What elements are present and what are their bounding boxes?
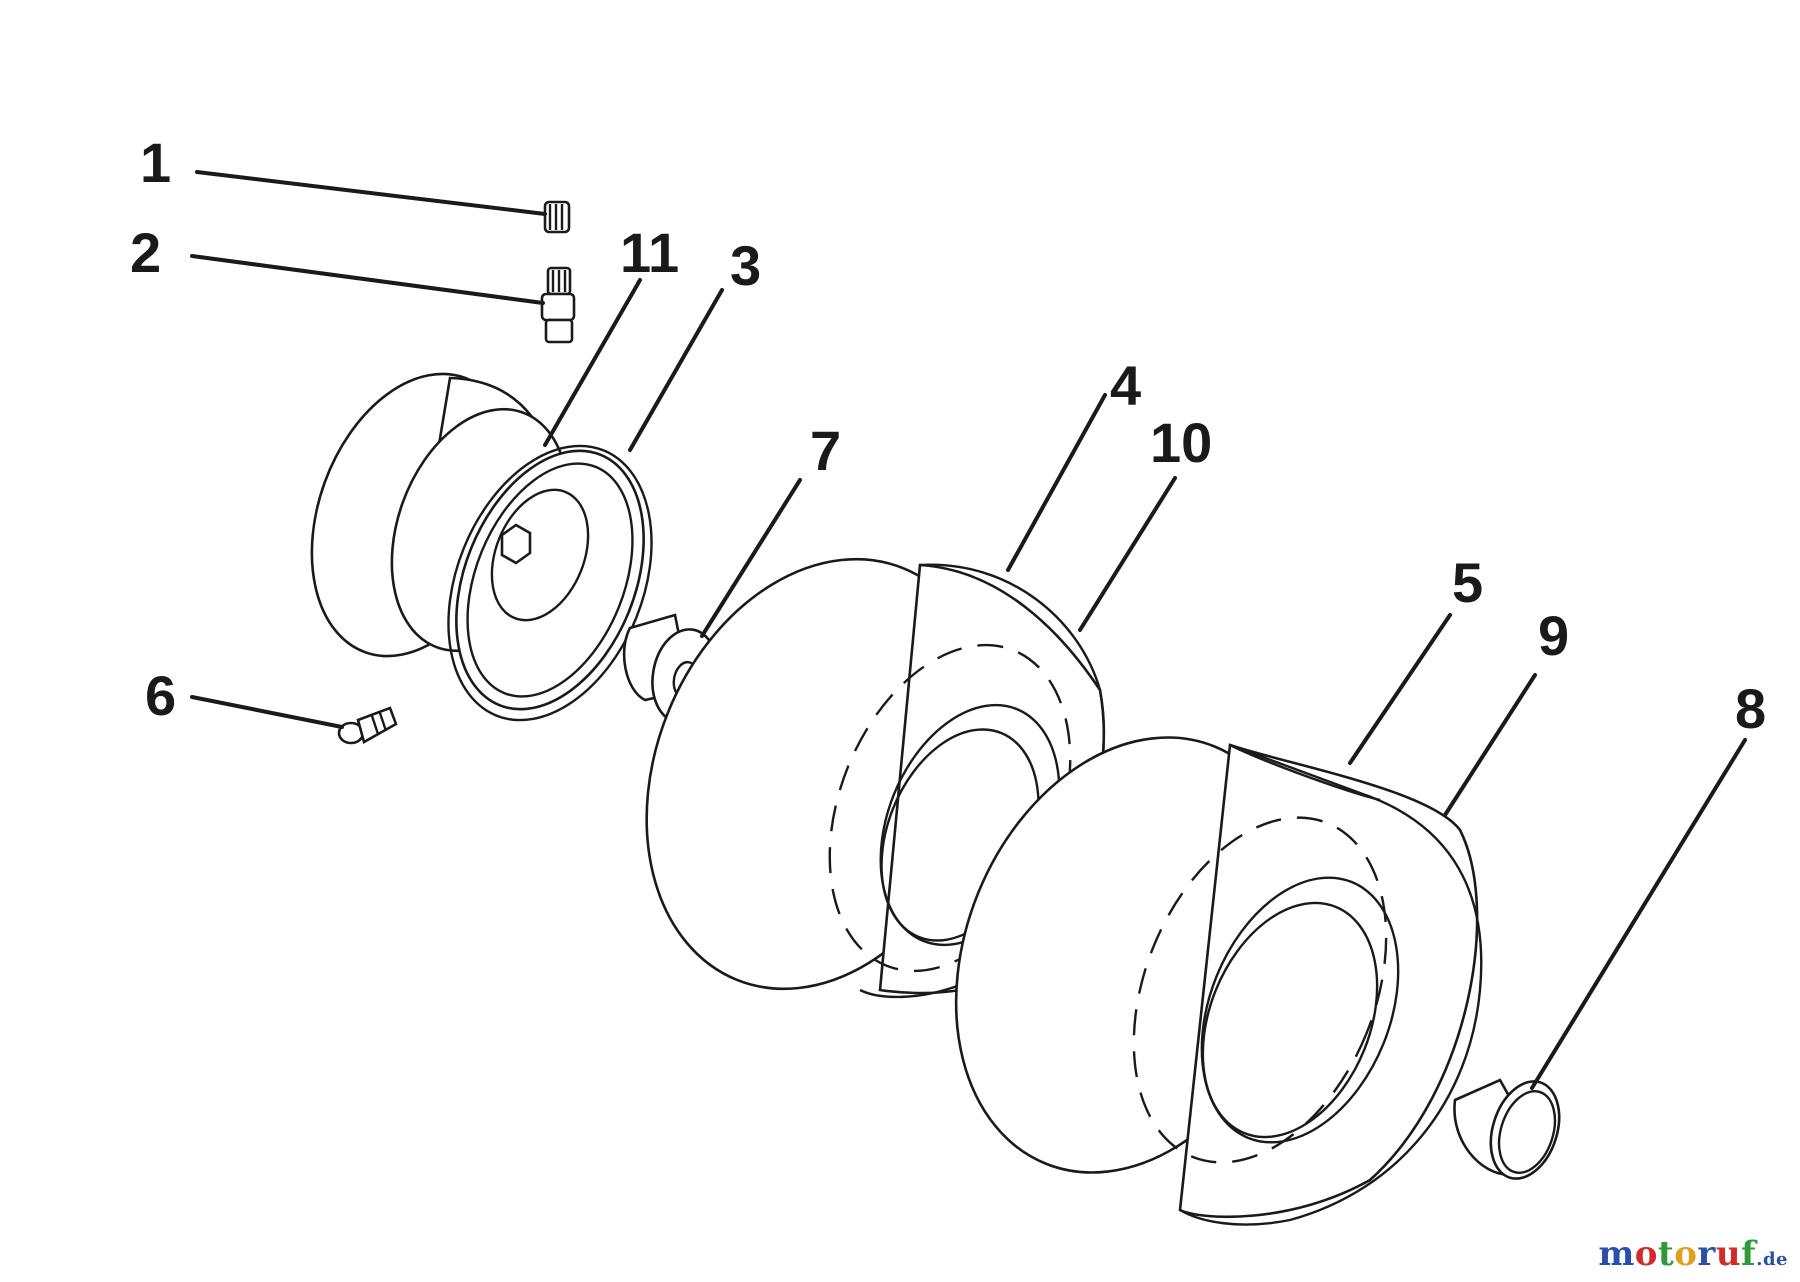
- seal-ring-part: [447, 444, 653, 722]
- valve-stem-part: [540, 266, 576, 344]
- leader-line-5: [1348, 613, 1452, 765]
- callout-6: 6: [145, 664, 176, 727]
- callout-1: 1: [140, 131, 171, 194]
- callout-7: 7: [810, 419, 841, 482]
- wheel-rim-part: [310, 372, 645, 711]
- leader-line-10: [1078, 476, 1177, 632]
- callout-4: 4: [1110, 354, 1141, 417]
- callout-2: 2: [130, 221, 161, 284]
- leader-lines: [190, 170, 1747, 1090]
- leader-line-6: [190, 695, 344, 729]
- watermark-suffix: .de: [1756, 1249, 1788, 1270]
- leader-line-1: [195, 170, 547, 216]
- watermark-letter: u: [1715, 1234, 1742, 1274]
- watermark-logo: motoruf.de: [1598, 1234, 1788, 1274]
- callout-3: 3: [730, 234, 761, 297]
- hub-cap-part: [1453, 1078, 1561, 1180]
- tire-front-part: [645, 557, 1106, 999]
- valve-cap-part: [543, 200, 571, 234]
- watermark-letter: t: [1657, 1234, 1675, 1274]
- callout-numbers: 1 2 11 3 6 7 4 10 5 9 8: [130, 131, 1766, 740]
- watermark-letter: o: [1674, 1234, 1698, 1274]
- leader-line-7: [700, 478, 802, 638]
- leader-line-4: [1006, 393, 1107, 572]
- watermark-letter: o: [1634, 1234, 1658, 1274]
- tire-rear-part: [954, 736, 1483, 1226]
- callout-10: 10: [1150, 411, 1212, 474]
- watermark-letter: m: [1598, 1234, 1635, 1274]
- watermark-letter: r: [1697, 1234, 1716, 1274]
- callout-9: 9: [1538, 604, 1569, 667]
- leader-line-2: [190, 254, 545, 305]
- callout-11: 11: [620, 221, 679, 284]
- watermark-letter: f: [1741, 1234, 1757, 1274]
- bolt-part: [337, 706, 398, 745]
- callout-5: 5: [1452, 551, 1483, 614]
- leader-line-3: [628, 288, 724, 452]
- leader-line-8: [1530, 738, 1747, 1090]
- leader-line-9: [1443, 673, 1537, 817]
- leader-line-11: [543, 278, 642, 447]
- callout-8: 8: [1735, 677, 1766, 740]
